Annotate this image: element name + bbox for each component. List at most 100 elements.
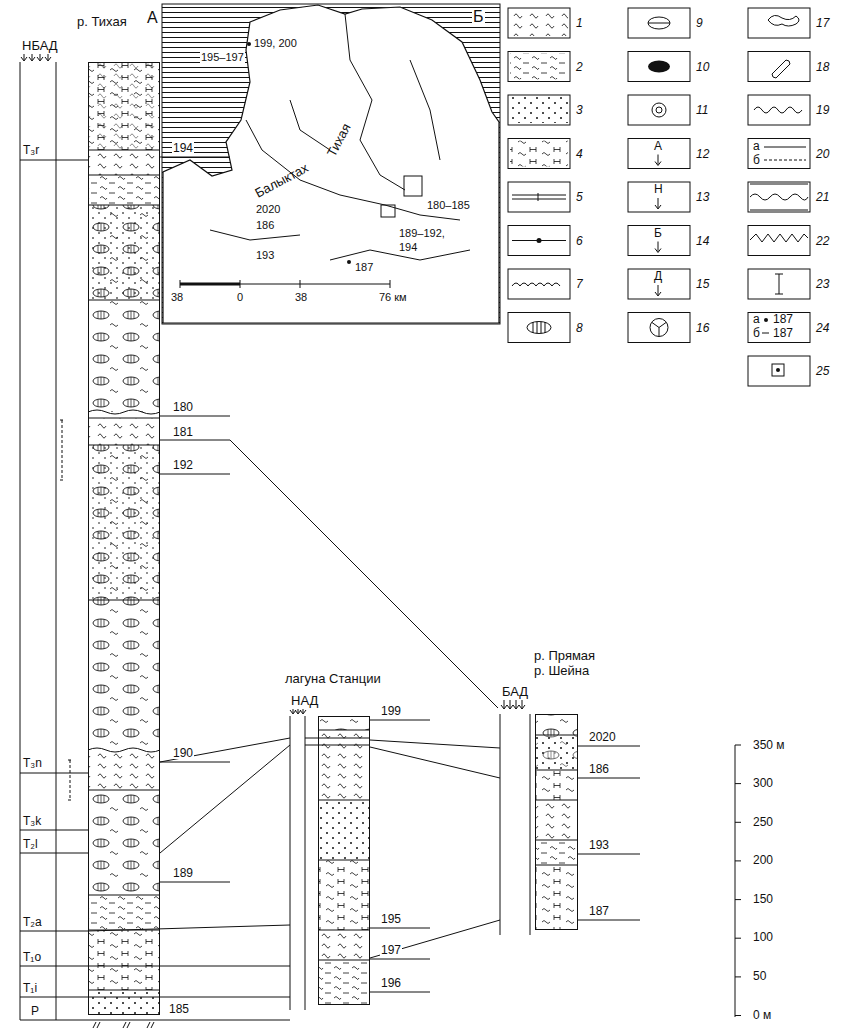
legend-box xyxy=(628,313,690,343)
legend-number: 8 xyxy=(575,322,584,334)
sample-number: 190 xyxy=(172,747,194,759)
legend-box xyxy=(508,8,570,38)
stage-index: T₂l xyxy=(22,838,39,850)
scale-value: 300 xyxy=(752,777,774,789)
legend-box xyxy=(748,356,810,386)
section-column: р. Прямая р. ШейнаБАД xyxy=(535,714,578,930)
legend-symbol-text: А xyxy=(653,140,663,152)
legend-box xyxy=(748,269,810,299)
locality-number: 2020 xyxy=(255,204,281,215)
section-title: лагуна Станции xyxy=(284,672,382,687)
stage-index: T₂a xyxy=(22,916,43,928)
legend-number: 13 xyxy=(695,191,710,203)
legend-symbol-text: Б xyxy=(653,227,663,239)
scale-value: 50 xyxy=(752,970,767,982)
locality-number: 195–197 xyxy=(200,52,245,63)
legend-number: 2 xyxy=(575,61,584,73)
legend-number: 3 xyxy=(575,104,584,116)
stage-index: T₃n xyxy=(22,757,43,769)
legend-symbol-text: б xyxy=(752,154,761,166)
sample-number: 186 xyxy=(588,763,610,775)
legend-box xyxy=(748,182,810,212)
sample-number: 181 xyxy=(172,426,194,438)
section-column: р. ТихаяНБАД xyxy=(88,62,160,1015)
section-code: БАД xyxy=(501,685,529,700)
section-title: р. Тихая xyxy=(76,15,128,30)
scale-value: 0 м xyxy=(752,1009,772,1021)
sample-number: 187 xyxy=(588,905,610,917)
scale-value: 250 xyxy=(752,816,774,828)
legend-number: 23 xyxy=(815,278,830,290)
scale-value: 38 xyxy=(294,292,308,303)
stage-index: T₃r xyxy=(22,144,40,156)
scale-value: 76 км xyxy=(378,292,408,303)
legend-number: 11 xyxy=(695,104,709,116)
legend-box xyxy=(508,52,570,82)
legend-number: 24 xyxy=(815,322,830,334)
sample-number: 185 xyxy=(168,1003,190,1015)
section-code: НАД xyxy=(290,694,319,709)
sample-number: 194 xyxy=(172,142,194,154)
section-code: НБАД xyxy=(21,39,59,54)
legend-symbol-text: Н xyxy=(653,183,664,195)
legend-box xyxy=(748,313,810,343)
legend-number: 14 xyxy=(695,235,710,247)
legend-box xyxy=(628,8,690,38)
legend-box xyxy=(748,8,810,38)
legend-symbol-text: а xyxy=(752,313,761,325)
sample-number: 197 xyxy=(380,944,402,956)
legend-box xyxy=(748,52,810,82)
legend-box xyxy=(748,95,810,125)
legend-number: 7 xyxy=(575,278,584,290)
locality-number: 187 xyxy=(354,262,374,273)
sample-number: 195 xyxy=(380,913,402,925)
legend-box xyxy=(628,95,690,125)
legend-number: 19 xyxy=(815,104,830,116)
scale-value: 100 xyxy=(752,931,774,943)
legend-number: 10 xyxy=(695,61,710,73)
sample-number: 192 xyxy=(172,459,194,471)
section-title: р. Прямая р. Шейна xyxy=(533,649,607,679)
sample-number: 180 xyxy=(172,401,194,413)
locality-number: 189–192, xyxy=(398,228,446,239)
legend-box xyxy=(748,139,810,169)
legend-number: 17 xyxy=(815,17,830,29)
sample-number: 189 xyxy=(172,867,194,879)
legend-symbol-text: 187 xyxy=(772,313,794,325)
scale-value: 350 м xyxy=(752,739,786,751)
locality-number: 180–185 xyxy=(426,200,471,211)
legend-number: 5 xyxy=(575,191,584,203)
legend-box xyxy=(508,139,570,169)
locality-number: 194 xyxy=(398,242,418,253)
legend-box xyxy=(508,226,570,256)
legend-symbol-text: б xyxy=(752,327,761,339)
legend-symbol-text: 187 xyxy=(772,327,794,339)
stage-index: P xyxy=(30,1005,40,1017)
legend-box xyxy=(508,269,570,299)
legend-number: 16 xyxy=(695,322,710,334)
panel-letter: А xyxy=(146,10,159,26)
legend-box xyxy=(508,313,570,343)
scale-value: 0 xyxy=(236,292,244,303)
legend-number: 15 xyxy=(695,278,710,290)
stage-index: T₃k xyxy=(22,815,42,827)
section-column: лагуна СтанцииНАД xyxy=(318,716,370,1005)
legend-box xyxy=(748,226,810,256)
legend-number: 1 xyxy=(575,17,584,29)
legend-number: 21 xyxy=(815,191,830,203)
legend-box xyxy=(508,182,570,212)
sample-number: 193 xyxy=(588,839,610,851)
locality-number: 193 xyxy=(255,250,275,261)
legend-box xyxy=(628,52,690,82)
legend-number: 18 xyxy=(815,61,830,73)
scale-value: 150 xyxy=(752,893,774,905)
locality-number: 199, 200 xyxy=(253,38,298,49)
legend-box xyxy=(508,95,570,125)
sample-number: 199 xyxy=(380,705,402,717)
legend-symbol-text: Д xyxy=(653,270,663,282)
sample-number: 2020 xyxy=(588,731,617,743)
stage-index: T₁i xyxy=(22,982,38,994)
sample-number: 196 xyxy=(380,977,402,989)
legend-number: 6 xyxy=(575,235,584,247)
